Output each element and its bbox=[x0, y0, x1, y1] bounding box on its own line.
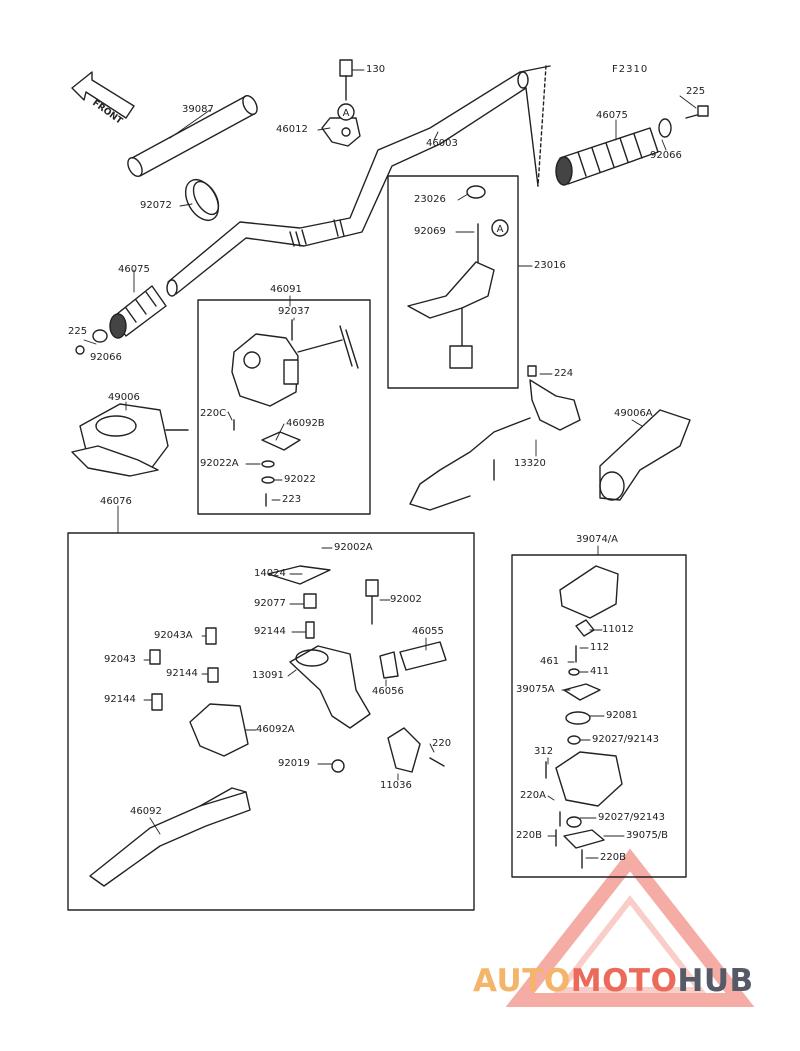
part-label: 46076 bbox=[100, 496, 132, 507]
part-label: 23026 bbox=[414, 194, 446, 205]
band-clamp bbox=[184, 179, 220, 221]
box-46091 bbox=[197, 299, 371, 515]
leader-lines bbox=[83, 69, 697, 859]
diagram-code: F2310 bbox=[612, 64, 649, 75]
part-label: 224 bbox=[554, 368, 574, 379]
box-46076 bbox=[67, 532, 475, 911]
part-label: 220A bbox=[520, 790, 546, 801]
part-label: 92081 bbox=[606, 710, 638, 721]
part-label: 46075 bbox=[118, 264, 150, 275]
part-label: 92144 bbox=[104, 694, 136, 705]
part-label: 92144 bbox=[166, 668, 198, 679]
part-label: 92077 bbox=[254, 598, 286, 609]
watermark-part-2: MOTO bbox=[570, 963, 678, 999]
switch-assembly-46091 bbox=[231, 319, 359, 507]
callout-marker-2: A bbox=[497, 224, 504, 235]
part-label: 92027/92143 bbox=[598, 812, 665, 823]
callout-circle-icon bbox=[337, 103, 509, 237]
part-label: 220B bbox=[516, 830, 542, 841]
handlebar bbox=[166, 65, 551, 297]
part-label: 130 bbox=[366, 64, 386, 75]
part-label: 11012 bbox=[602, 624, 634, 635]
part-label: 23016 bbox=[534, 260, 566, 271]
part-label: 112 bbox=[590, 642, 610, 653]
part-label: 312 bbox=[534, 746, 554, 757]
part-label: 220 bbox=[432, 738, 452, 749]
watermark-logo: AUTOMOTOHUB bbox=[473, 963, 754, 999]
part-label: 225 bbox=[686, 86, 706, 97]
cable-13320 bbox=[409, 365, 581, 511]
part-label: 39075A bbox=[516, 684, 555, 695]
part-label: 46003 bbox=[426, 138, 458, 149]
part-label: 14024 bbox=[254, 568, 286, 579]
part-label: 92037 bbox=[278, 306, 310, 317]
part-label: 92043 bbox=[104, 654, 136, 665]
part-label: 92069 bbox=[414, 226, 446, 237]
part-label: 46092A bbox=[256, 724, 295, 735]
grip-tube bbox=[127, 95, 258, 177]
part-label: 92066 bbox=[650, 150, 682, 161]
part-label: 13091 bbox=[252, 670, 284, 681]
part-label: 46092B bbox=[286, 418, 325, 429]
left-grip bbox=[75, 285, 167, 355]
part-label: 46092 bbox=[130, 806, 162, 817]
part-label: 46091 bbox=[270, 284, 302, 295]
part-label: 92002 bbox=[390, 594, 422, 605]
part-label: 46055 bbox=[412, 626, 444, 637]
watermark-part-1: AUTO bbox=[473, 963, 571, 999]
part-label: 39087 bbox=[182, 104, 214, 115]
part-label: 92043A bbox=[154, 630, 193, 641]
part-label: 461 bbox=[540, 656, 560, 667]
hand-guard-49006 bbox=[71, 403, 189, 477]
part-label: 39075/B bbox=[626, 830, 669, 841]
callout-marker-1: A bbox=[343, 108, 350, 119]
hand-guard-49006A bbox=[599, 409, 691, 501]
handlebar-clamp bbox=[321, 59, 361, 147]
watermark-part-3: HUB bbox=[677, 963, 754, 999]
part-label: 225 bbox=[68, 326, 88, 337]
part-label: 39074/A bbox=[576, 534, 619, 545]
box-39074A bbox=[511, 554, 687, 878]
brake-lever-assembly-46076 bbox=[89, 565, 447, 887]
part-label: 49006A bbox=[614, 408, 653, 419]
part-label: 11036 bbox=[380, 780, 412, 791]
part-label: 92072 bbox=[140, 200, 172, 211]
part-label: 92022A bbox=[200, 458, 239, 469]
knurl-mark bbox=[289, 219, 345, 247]
part-label: 92019 bbox=[278, 758, 310, 769]
box-23016 bbox=[387, 175, 519, 389]
watermark-triangle bbox=[505, 848, 755, 1007]
part-label: 92022 bbox=[284, 474, 316, 485]
part-label: 46075 bbox=[596, 110, 628, 121]
decompression-lever-23016 bbox=[407, 185, 508, 369]
part-label: 13320 bbox=[514, 458, 546, 469]
part-label: 49006 bbox=[108, 392, 140, 403]
front-arrow-icon bbox=[71, 71, 135, 119]
part-label: 223 bbox=[282, 494, 302, 505]
part-label: 92066 bbox=[90, 352, 122, 363]
part-label: 220C bbox=[200, 408, 227, 419]
right-grip bbox=[555, 105, 709, 186]
throttle-assembly-39074A bbox=[545, 565, 623, 869]
part-label: 220B bbox=[600, 852, 626, 863]
part-label: 92027/92143 bbox=[592, 734, 659, 745]
part-label: 411 bbox=[590, 666, 610, 677]
part-label: 46012 bbox=[276, 124, 308, 135]
part-label: 92002A bbox=[334, 542, 373, 553]
part-label: 46056 bbox=[372, 686, 404, 697]
part-label: 92144 bbox=[254, 626, 286, 637]
